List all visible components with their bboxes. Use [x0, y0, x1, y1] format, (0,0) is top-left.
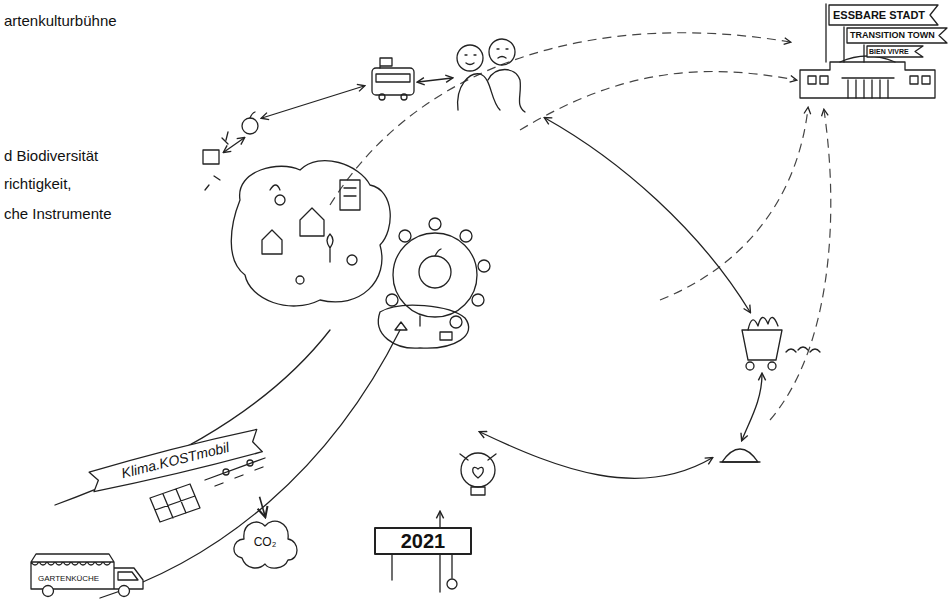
town-flag: BIEN VIVRE	[866, 45, 924, 58]
node-text: BIEN VIVRE	[869, 48, 909, 56]
kitchen-truck-outline	[28, 546, 146, 598]
town-flag: ESSBARE STADT	[828, 4, 939, 26]
node-text: GARTENKÜCHE	[38, 575, 99, 584]
mobil-banner-outline	[87, 427, 263, 495]
side-label: richtigkeit,	[4, 175, 72, 193]
node-text: 2021	[401, 530, 446, 552]
node-text: ESSBARE STADT	[833, 9, 925, 21]
year-sign-outline	[374, 527, 472, 555]
flow-arrow	[260, 497, 265, 516]
co2-cloud: CO₂	[232, 518, 298, 568]
side-label: d Biodiversität	[4, 147, 98, 165]
mobil-banner: Klima.KOSTmobil	[87, 427, 263, 495]
town-flag-outline	[866, 45, 924, 58]
node-text: CO₂	[254, 536, 277, 549]
town-flag-outline	[846, 27, 948, 44]
side-label: artenkulturbühne	[4, 12, 117, 30]
co2-cloud-outline	[232, 518, 298, 568]
side-label: che Instrumente	[4, 205, 112, 223]
town-flag: TRANSITION TOWN	[846, 27, 948, 44]
year-sign: 2021	[374, 527, 472, 555]
kitchen-truck: GARTENKÜCHE	[28, 546, 146, 598]
node-text: Klima.KOSTmobil	[120, 440, 231, 482]
node-text: TRANSITION TOWN	[850, 31, 935, 41]
town-flag-outline	[828, 4, 939, 26]
